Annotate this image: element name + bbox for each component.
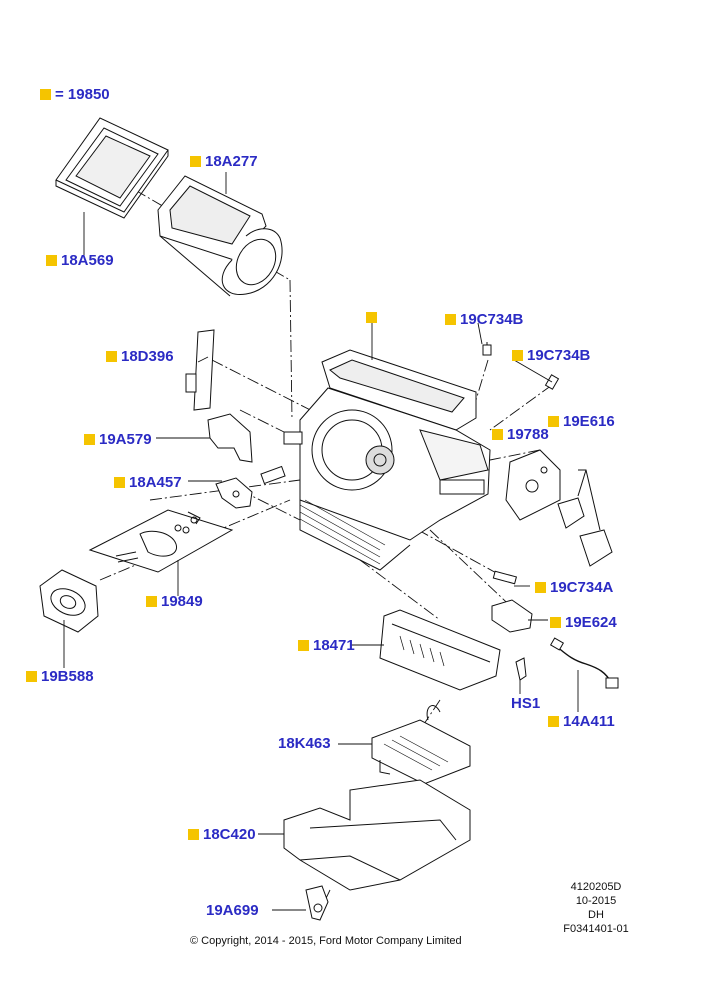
part-18K463-heater-core	[371, 705, 471, 785]
label-marker	[114, 477, 125, 488]
part-19E616-motors	[557, 469, 613, 567]
part-18D396	[185, 329, 215, 411]
label-18K463: 18K463	[278, 735, 331, 752]
legend-marker	[40, 89, 51, 100]
label-19B588: 19B588	[26, 668, 94, 686]
label-19C734B-right: 19C734B	[512, 347, 590, 365]
leader-lines	[63, 172, 579, 911]
label-19A699: 19A699	[206, 902, 259, 919]
label-18C420: 18C420	[188, 826, 256, 844]
label-marker	[106, 351, 117, 362]
label-marker	[548, 416, 559, 427]
label-18D396: 18D396	[106, 348, 174, 366]
label-marker	[84, 434, 95, 445]
part-19849-kit	[88, 509, 234, 573]
part-HS1	[515, 657, 527, 681]
label-14A411: 14A411	[548, 713, 615, 731]
label-18471: 18471	[298, 637, 355, 655]
part-18471	[379, 609, 501, 691]
part-18A457	[215, 477, 253, 509]
label-unnamed-marker	[366, 309, 381, 327]
label-19C734A: 19C734A	[535, 579, 613, 597]
legend-entry: = 19850	[40, 86, 110, 104]
label-marker	[548, 716, 559, 727]
label-19788: 19788	[492, 426, 549, 444]
part-19C734A-screw	[492, 570, 518, 585]
label-18A277: 18A277	[190, 153, 258, 171]
label-marker	[26, 671, 37, 682]
part-19E624	[491, 599, 533, 633]
part-19B588	[39, 569, 99, 633]
label-19E616: 19E616	[548, 413, 615, 431]
label-marker	[188, 829, 199, 840]
label-19E624: 19E624	[550, 614, 617, 632]
meta-code: 4120205D	[570, 881, 622, 893]
label-marker	[445, 314, 456, 325]
meta-figure: F0341401-01	[563, 923, 629, 935]
label-marker	[46, 255, 57, 266]
label-marker	[535, 582, 546, 593]
label-19C734B-top: 19C734B	[445, 311, 523, 329]
meta-date: 10-2015	[575, 895, 617, 907]
part-14A411-harness	[555, 645, 613, 685]
label-marker	[298, 640, 309, 651]
part-18A277-housing	[157, 175, 283, 297]
part-18C420-lower-case	[283, 779, 471, 891]
part-19788-actuator	[505, 449, 561, 521]
label-19849: 19849	[146, 593, 203, 611]
label-marker	[190, 156, 201, 167]
label-marker	[146, 596, 157, 607]
meta-initials: DH	[588, 909, 604, 921]
label-18A457: 18A457	[114, 474, 182, 492]
part-main-hvac-housing	[260, 349, 491, 571]
label-HS1: HS1	[511, 695, 541, 712]
part-19A699-drain	[305, 885, 329, 921]
legend-text: = 19850	[55, 86, 110, 103]
label-19A579: 19A579	[84, 431, 152, 449]
part-18A569-filter	[55, 117, 169, 219]
label-marker	[366, 312, 377, 323]
label-marker	[550, 617, 561, 628]
label-18A569: 18A569	[46, 252, 114, 270]
label-marker	[512, 350, 523, 361]
copyright-notice: © Copyright, 2014 - 2015, Ford Motor Com…	[190, 935, 462, 947]
drawing-meta: 4120205D 10-2015 DH F0341401-01	[556, 880, 636, 936]
part-19A579	[207, 413, 253, 463]
label-marker	[492, 429, 503, 440]
